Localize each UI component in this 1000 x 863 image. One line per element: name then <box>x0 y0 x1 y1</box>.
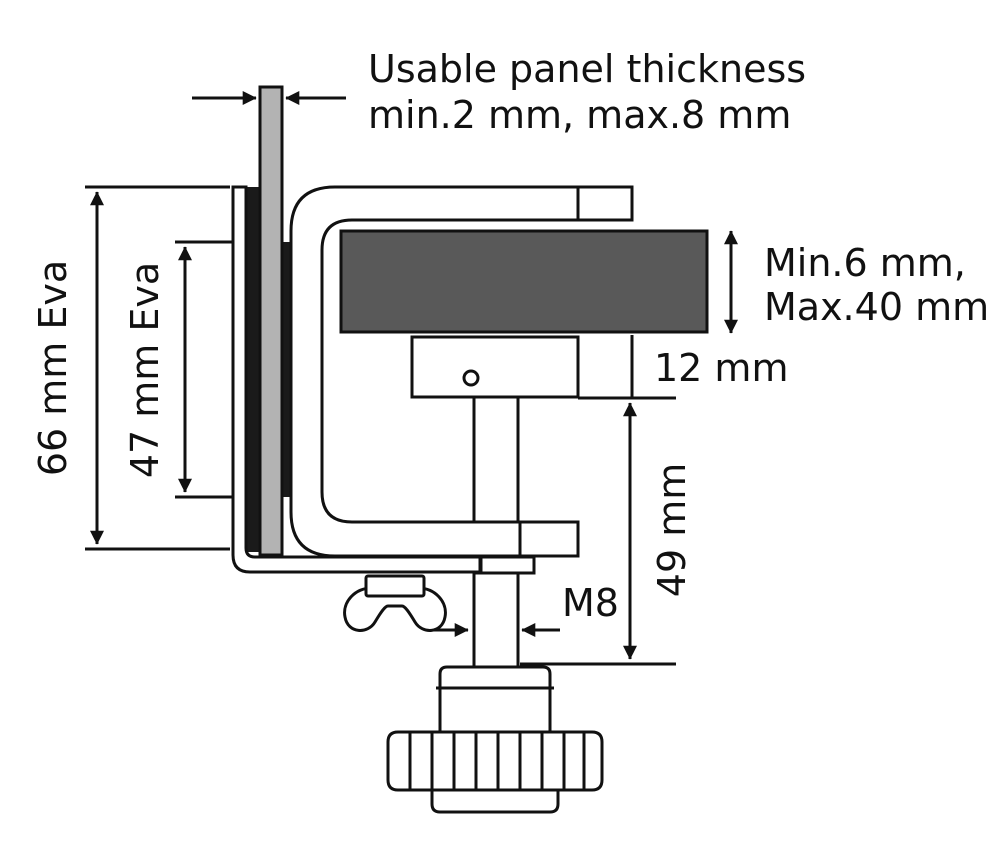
knob-grip <box>386 730 604 792</box>
knob-base <box>430 788 560 814</box>
c-frame <box>289 185 634 558</box>
dim-47-label: 47 mm Eva <box>123 262 167 478</box>
panel-thickness-label-1: Usable panel thickness <box>368 47 806 91</box>
wing-nut-hub <box>364 574 426 598</box>
panel <box>258 85 284 557</box>
nut <box>479 555 536 575</box>
dim-12-label: 12 mm <box>654 346 788 390</box>
threaded-rod-lower <box>472 571 520 670</box>
dim-49-label: 49 mm <box>650 463 694 597</box>
knob-collar <box>438 665 552 734</box>
knob-ribs <box>408 732 586 790</box>
dim-66-label: 66 mm Eva <box>31 260 75 476</box>
screw-assembly <box>343 335 580 670</box>
dim-m8-label: M8 <box>562 581 619 625</box>
pad-thickness-label-1: Min.6 mm, <box>764 241 966 285</box>
left-gasket <box>246 187 260 552</box>
threaded-rod-upper <box>472 395 520 524</box>
set-screw-hole <box>462 369 480 387</box>
panel-thickness-label-2: min.2 mm, max.8 mm <box>368 93 791 137</box>
pressure-block <box>410 335 580 399</box>
pad <box>339 229 709 334</box>
knob-icon <box>386 665 604 814</box>
dimension-lines <box>85 91 738 666</box>
pad-thickness-label-2: Max.40 mm <box>764 285 989 329</box>
